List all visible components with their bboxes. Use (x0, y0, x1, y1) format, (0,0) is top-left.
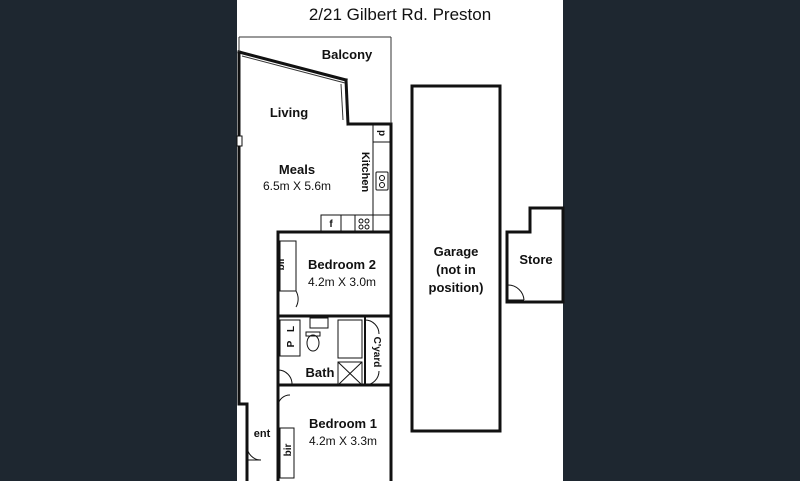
label-fridge: f (329, 219, 333, 230)
label-bedroom-1-robe: bir (283, 444, 294, 457)
plan-title: 2/21 Gilbert Rd. Preston (309, 5, 491, 24)
label-pantry: p (376, 130, 387, 136)
label-kitchen: Kitchen (359, 152, 371, 193)
bedroom1-walls (246, 394, 295, 481)
label-meals: Meals (279, 162, 315, 177)
label-garage-note-1: (not in (436, 262, 476, 277)
label-bedroom-1-dimensions: 4.2m X 3.3m (309, 434, 377, 448)
kitchen-fittings (320, 123, 392, 233)
label-store: Store (519, 252, 552, 267)
label-balcony: Balcony (322, 47, 373, 62)
label-bedroom-2-dimensions: 4.2m X 3.0m (308, 275, 376, 289)
label-living: Living (270, 105, 308, 120)
label-linen-p: P (286, 340, 297, 347)
balcony-boundary (238, 36, 392, 124)
label-bath: Bath (306, 365, 335, 380)
bedroom2-walls (278, 230, 391, 318)
label-courtyard: C'yard (371, 337, 382, 368)
left-window (236, 135, 243, 147)
label-bedroom-1: Bedroom 1 (309, 416, 377, 431)
garage (410, 84, 502, 433)
label-bedroom-2: Bedroom 2 (308, 257, 376, 272)
label-garage-note-2: position) (429, 280, 484, 295)
bath-block (277, 316, 391, 387)
label-garage: Garage (434, 244, 479, 259)
label-meals-dimensions: 6.5m X 5.6m (263, 179, 331, 193)
label-bedroom-2-robe: bir (276, 258, 287, 271)
outer-walls (237, 50, 393, 481)
label-entry: ent (254, 428, 271, 440)
store (505, 206, 565, 304)
label-linen: L (286, 326, 297, 332)
